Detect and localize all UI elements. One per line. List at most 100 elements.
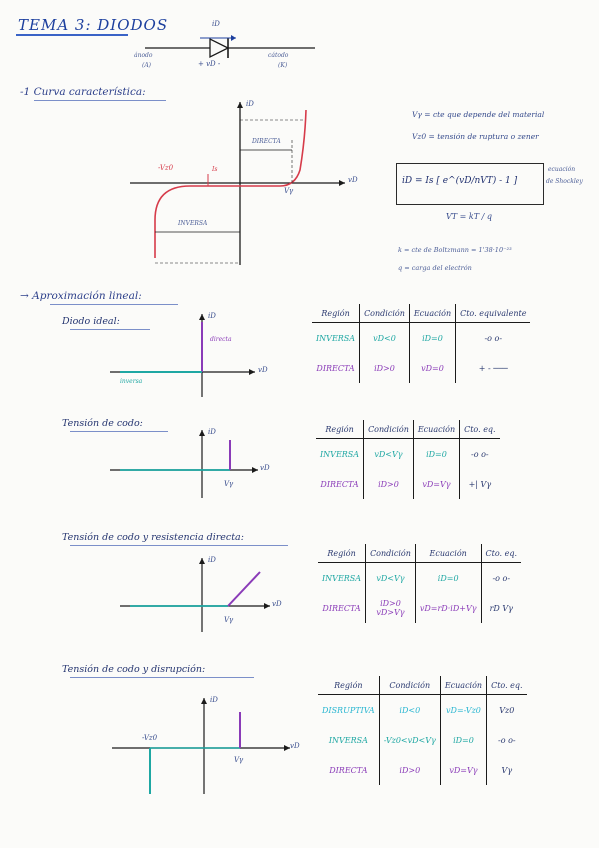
- region-cell: DISRUPTIVA: [322, 705, 375, 715]
- region-cell: INVERSA: [320, 449, 360, 459]
- title-underline: [16, 34, 128, 36]
- table-header: Ecuación: [439, 676, 487, 695]
- block-codo-graph: iD vD Vγ: [110, 428, 270, 503]
- note-boltzmann: k = cte de Boltzmann = 1'38·10⁻²³: [398, 246, 512, 254]
- curve-inversa-label: INVERSA: [178, 220, 208, 227]
- condition-cell: iD<0: [378, 694, 441, 725]
- circuit-cell: -o o-: [480, 562, 521, 593]
- equation-cell: vD=Vγ: [412, 469, 460, 499]
- block-ideal-svg: [110, 314, 255, 397]
- block-disr-underline: [70, 677, 254, 678]
- diode-current-label: iD: [212, 20, 220, 28]
- table-header: Condición: [363, 420, 414, 439]
- block-disr-vz0: -Vz0: [142, 734, 158, 742]
- block-disr-x: vD: [290, 742, 300, 750]
- block-disr-graph: iD vD Vγ -Vz0: [112, 696, 312, 796]
- table-header: Condición: [365, 544, 416, 563]
- block-disr-vgamma: Vγ: [234, 756, 244, 764]
- equation-cell: vD=Vγ: [439, 755, 487, 785]
- block-ideal-inv-note: inversa: [120, 378, 143, 385]
- note-charge: q = carga del electrón: [398, 264, 472, 272]
- table-header: Región: [312, 304, 360, 323]
- circuit-cell: -o o-: [455, 322, 531, 353]
- table-row: DIRECTA iD>0 vD>Vγ vD=rD·iD+Vγ rD Vγ: [318, 593, 521, 623]
- circuit-cell: -o o-: [459, 438, 500, 469]
- anode-tag: (A): [142, 62, 152, 69]
- block-rd-x: vD: [272, 600, 282, 608]
- equation-cell: iD=0: [408, 322, 456, 353]
- condition-cell: vD<Vγ: [363, 438, 414, 469]
- table-header: Cto. equivalente: [455, 304, 531, 323]
- block-codo-vgamma: Vγ: [224, 480, 234, 488]
- condition-cell: iD>0: [363, 469, 414, 499]
- diode-voltage-label: + vD -: [198, 60, 221, 68]
- circuit-cell: Vz0: [486, 694, 527, 725]
- curve-x-axis-label: vD: [348, 176, 358, 184]
- equation-tag-2: de Shockley: [546, 178, 583, 185]
- block-rd-underline: [70, 545, 288, 546]
- block-codo-underline: [70, 431, 168, 432]
- characteristic-curve-graph: iD vD -Vz0 Is Vγ DIRECTA INVERSA: [130, 100, 380, 270]
- region-cell: INVERSA: [328, 735, 368, 745]
- condition-cell: iD>0: [378, 755, 441, 785]
- condition-cell: iD>0 vD>Vγ: [365, 593, 416, 623]
- table-header: Condición: [378, 676, 441, 695]
- equation-tag-1: ecuación: [548, 166, 576, 173]
- equation-cell: iD=0: [439, 725, 487, 755]
- equation-cell: vD=rD·iD+Vγ: [414, 593, 481, 623]
- section-heading-linear: → Aproximación lineal:: [20, 290, 142, 302]
- block-ideal-y: iD: [208, 312, 216, 320]
- curve-vgamma-label: Vγ: [284, 187, 294, 195]
- section-heading-linear-underline: [50, 304, 178, 305]
- diode-symbol: iD ánodo (A) cátodo (K) + vD -: [134, 20, 320, 80]
- table-header: Región: [316, 420, 364, 439]
- condition-cell: iD>0: [359, 353, 410, 383]
- equation-cell: vD=-Vz0: [439, 694, 487, 725]
- note-vz0: Vz0 = tensión de ruptura o zener: [412, 132, 539, 141]
- block-ideal-title: Diodo ideal:: [62, 316, 120, 327]
- page-title: TEMA 3: DIODOS: [18, 16, 169, 34]
- table-row: INVERSA vD<0 iD=0 -o o-: [312, 322, 531, 353]
- block-rd-graph: iD vD Vγ: [120, 556, 282, 636]
- region-cell: DIRECTA: [320, 479, 359, 489]
- condition-cell: vD<0: [359, 322, 410, 353]
- characteristic-curve-svg: [130, 102, 345, 265]
- block-disr-svg: [112, 698, 290, 794]
- block-disr-y: iD: [210, 696, 218, 704]
- circuit-cell: -o o-: [486, 725, 527, 755]
- table-row: INVERSA vD<Vγ iD=0 -o o-: [316, 438, 500, 469]
- block-ideal-graph: iD vD directa inversa: [110, 312, 270, 402]
- block-disr-table: Región Condición Ecuación Cto. eq. DISRU…: [318, 676, 527, 785]
- table-header: Cto. eq.: [459, 420, 500, 439]
- table-header: Condición: [359, 304, 410, 323]
- region-cell: DIRECTA: [329, 765, 368, 775]
- block-codo-table: Región Condición Ecuación Cto. eq. INVER…: [316, 420, 500, 499]
- table-header: Cto. eq.: [486, 676, 527, 695]
- block-codo-title: Tensión de codo:: [62, 418, 143, 429]
- block-rd-y: iD: [208, 556, 216, 564]
- condition-line-2: vD>Vγ: [376, 608, 405, 617]
- cathode-tag: (K): [278, 62, 288, 69]
- equation-cell: iD=0: [412, 438, 460, 469]
- block-disr-title: Tensión de codo y disrupción:: [62, 664, 206, 675]
- block-rd-table: Región Condición Ecuación Cto. eq. INVER…: [318, 544, 521, 623]
- table-row: INVERSA vD<Vγ iD=0 -o o-: [318, 562, 521, 593]
- note-vt: VT = kT / q: [446, 212, 492, 221]
- curve-is-label: Is: [212, 166, 218, 173]
- section-heading-underline: [34, 100, 166, 101]
- table-header: Ecuación: [408, 304, 456, 323]
- block-ideal-dir-note: directa: [210, 336, 232, 343]
- block-ideal-table: Región Condición Ecuación Cto. equivalen…: [312, 304, 531, 383]
- block-rd-svg: [120, 558, 270, 632]
- block-rd-vgamma: Vγ: [224, 616, 234, 624]
- circuit-cell: + - ───: [455, 353, 531, 383]
- block-codo-y: iD: [208, 428, 216, 436]
- table-row: INVERSA -Vz0<vD<Vγ iD=0 -o o-: [318, 725, 527, 755]
- diode-symbol-drawing: [145, 35, 315, 59]
- curve-y-axis-label: iD: [246, 100, 254, 108]
- cathode-label: cátodo: [268, 52, 289, 59]
- table-header: Región: [318, 676, 380, 695]
- anode-label: ánodo: [134, 52, 153, 59]
- circuit-cell: Vγ: [486, 755, 527, 785]
- region-cell: INVERSA: [316, 333, 356, 343]
